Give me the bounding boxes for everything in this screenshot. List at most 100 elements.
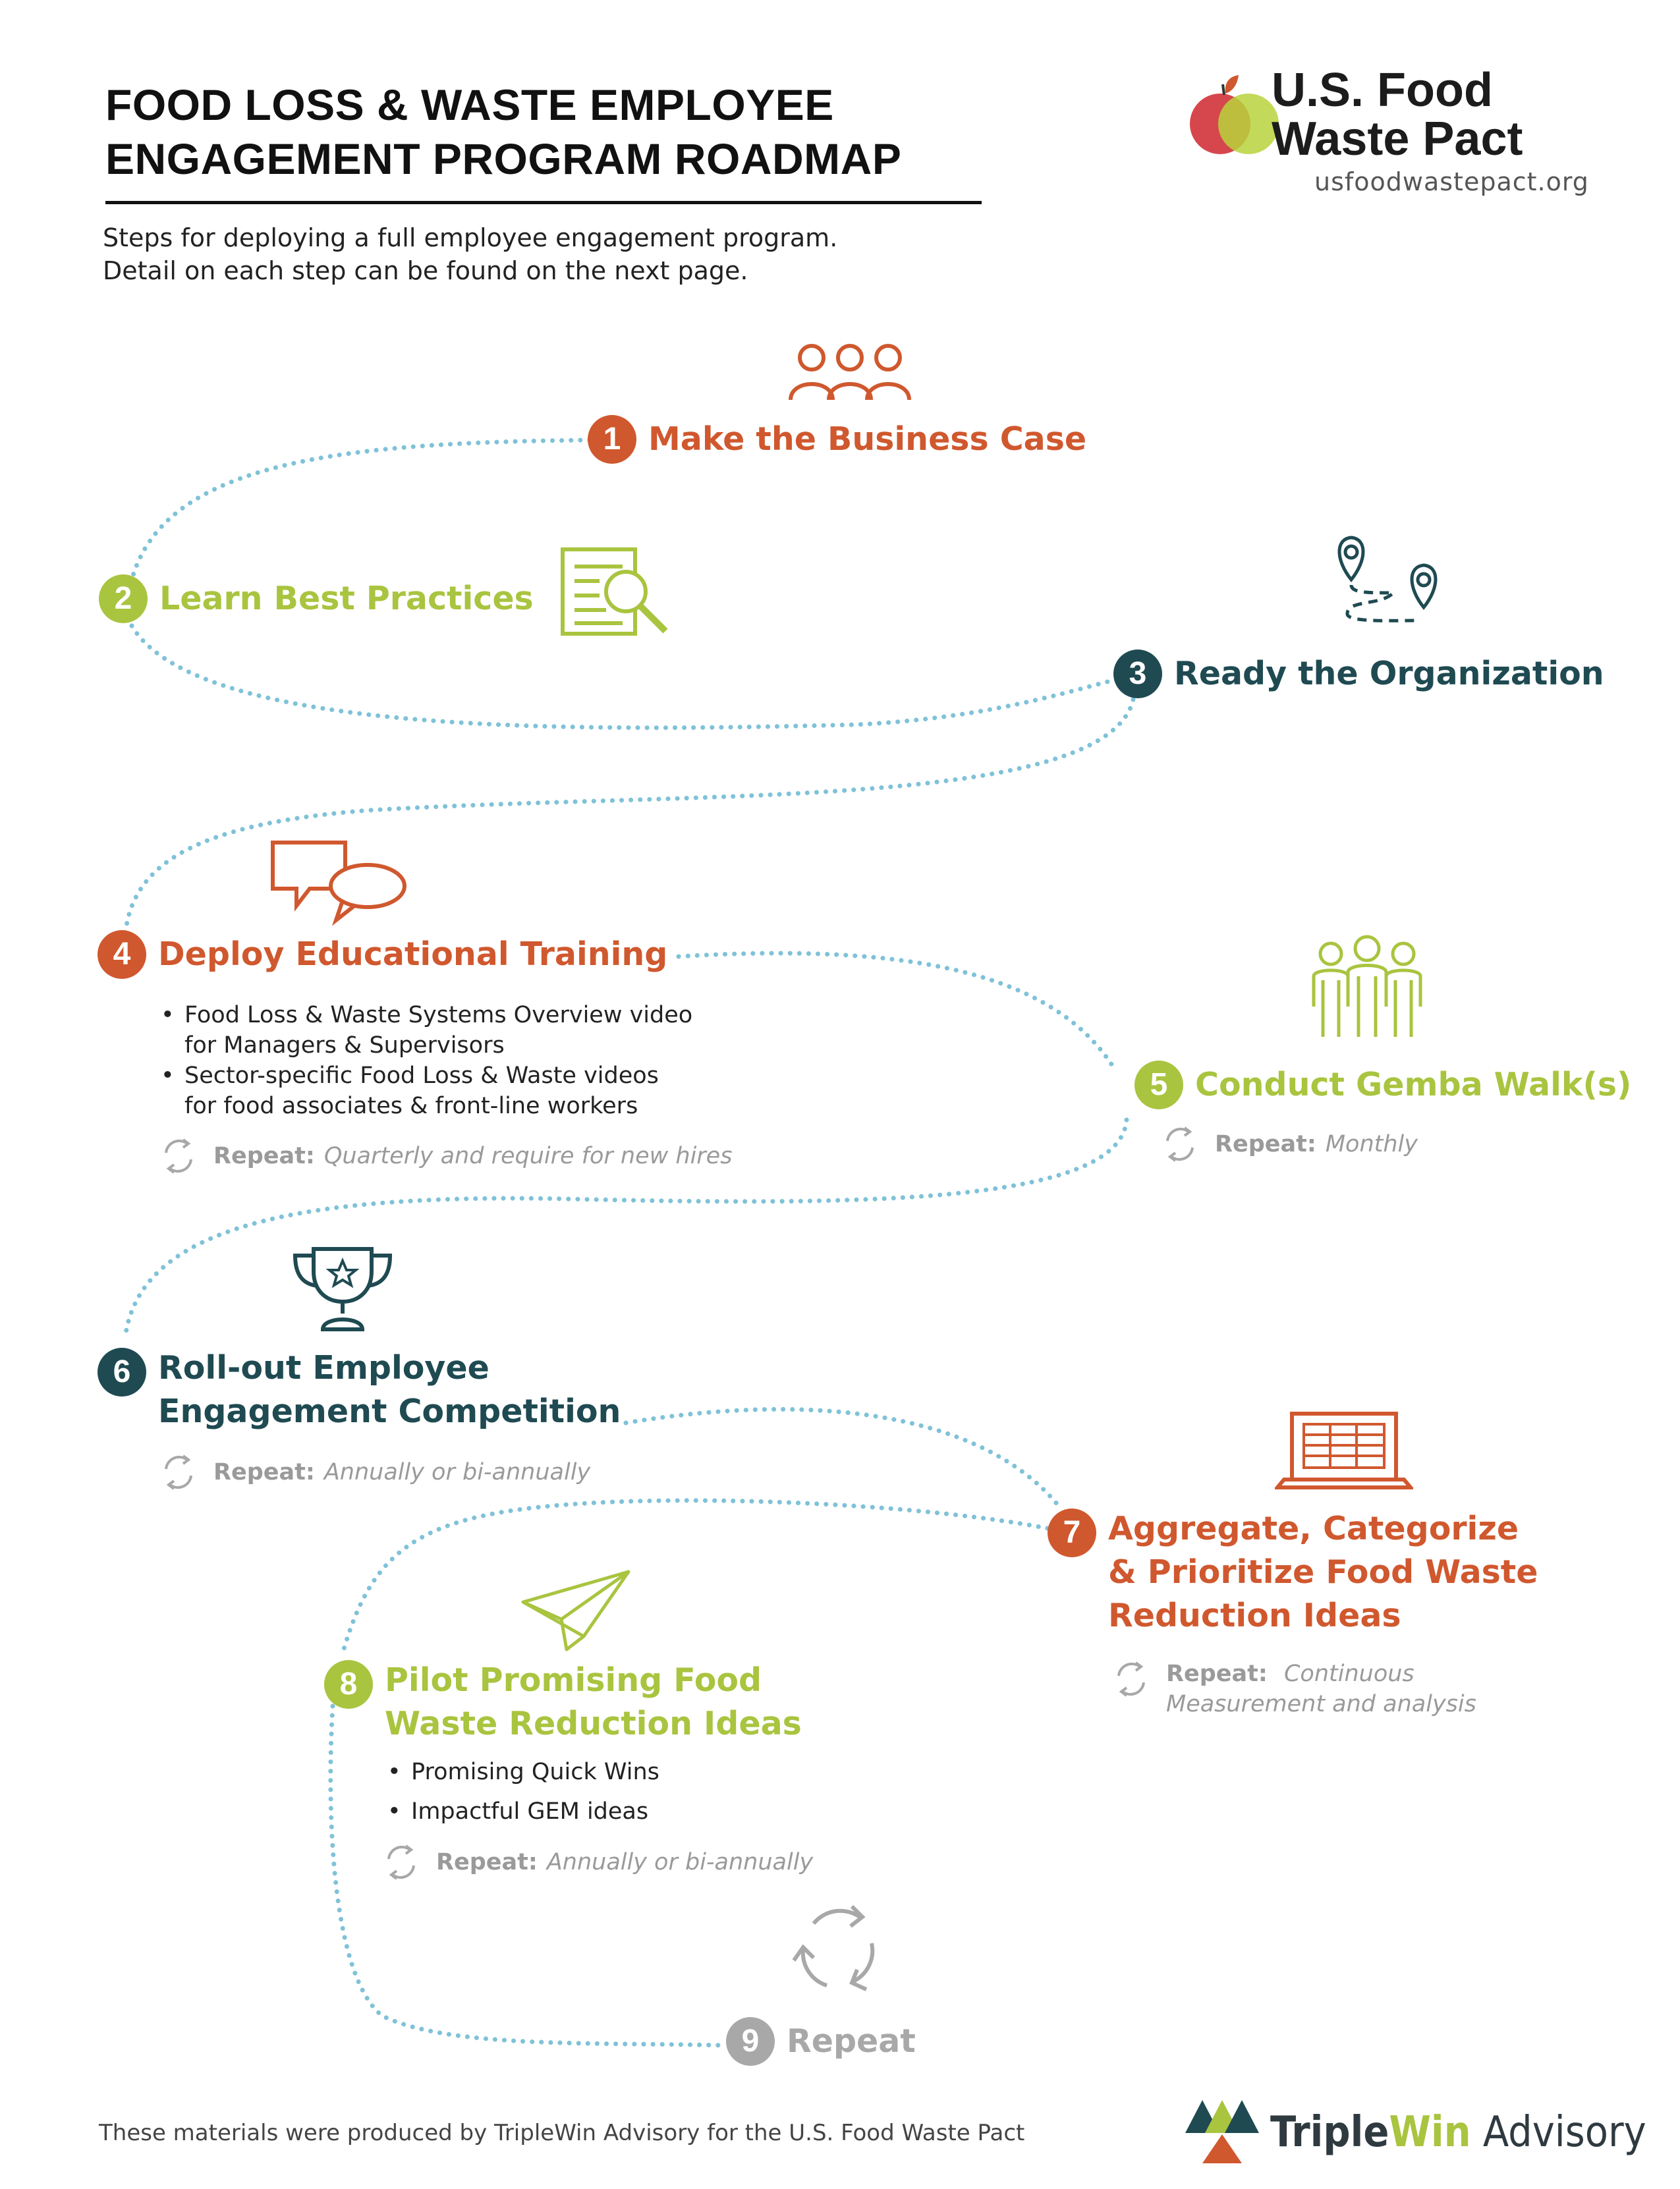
title-line-1: FOOD LOSS & WASTE EMPLOYEE — [105, 80, 834, 129]
apple-icon — [1190, 75, 1279, 154]
step-4-bullet-2: Sector-specific Food Loss & Waste videos… — [161, 1061, 692, 1121]
step-7-title-line-3: Reduction Ideas — [1108, 1597, 1401, 1634]
bullet-text: Food Loss & Waste Systems Overview video — [184, 1002, 693, 1028]
repeat-label: Repeat: — [1166, 1661, 1268, 1687]
paper-plane-icon — [521, 1570, 630, 1651]
path-segment-4-5 — [676, 951, 1116, 1070]
triplewin-wordmark: TripleWin Advisory — [1270, 2108, 1646, 2157]
step-1-number: 1 — [588, 415, 636, 464]
step-9-title: Repeat — [787, 2022, 916, 2060]
step-6-number: 6 — [98, 1348, 146, 1397]
speech-bubbles-icon — [271, 841, 406, 926]
path-segment-1-2 — [129, 437, 592, 582]
repeat-icon — [165, 1138, 192, 1174]
repeat-value-line-2: Measurement and analysis — [1166, 1691, 1476, 1717]
step-2: 2 Learn Best Practices — [99, 574, 534, 623]
bullet-text: Sector-specific Food Loss & Waste videos — [184, 1063, 659, 1089]
step-4: 4 Deploy Educational Training — [98, 930, 667, 979]
logo-line-1: U.S. Food — [1272, 64, 1493, 117]
logo-line-2: Waste Pact — [1272, 113, 1523, 165]
step-8-bullets: Promising Quick Wins Impactful GEM ideas — [387, 1752, 659, 1831]
step-8-number: 8 — [324, 1660, 373, 1709]
step-8-repeat: Repeat: Annually or bi-annually — [381, 1842, 813, 1883]
step-6: 6 Roll-out Employee Engagement Competiti… — [98, 1344, 621, 1433]
step-3: 3 Ready the Organization — [1113, 650, 1604, 698]
step-7-title: Aggregate, Categorize & Prioritize Food … — [1108, 1507, 1538, 1638]
people-group-icon — [789, 344, 911, 401]
repeat-value: Continuous — [1283, 1661, 1414, 1687]
path-segment-8-9 — [328, 1704, 727, 2048]
subtitle-line-2: Detail on each step can be found on the … — [103, 256, 748, 285]
repeat-value: Annually or bi-annually — [323, 1459, 591, 1485]
step-8-title-line-2: Waste Reduction Ideas — [385, 1705, 802, 1742]
step-4-number: 4 — [98, 930, 146, 979]
bullet-text: for Managers & Supervisors — [184, 1032, 505, 1059]
laptop-spreadsheet-icon — [1275, 1412, 1413, 1489]
footer-credit: These materials were produced by TripleW… — [99, 2120, 1025, 2146]
step-7: 7 Aggregate, Categorize & Prioritize Foo… — [1048, 1505, 1538, 1638]
step-4-bullet-1: Food Loss & Waste Systems Overview video… — [161, 1000, 692, 1061]
logo-wordmark: U.S. Food Waste Pact — [1272, 66, 1523, 163]
trophy-icon — [293, 1247, 393, 1331]
step-4-title: Deploy Educational Training — [158, 935, 668, 973]
step-8-title-line-1: Pilot Promising Food — [385, 1661, 762, 1699]
workers-group-icon — [1312, 935, 1422, 1037]
step-7-title-line-1: Aggregate, Categorize — [1108, 1510, 1519, 1547]
step-1: 1 Make the Business Case — [588, 415, 1086, 464]
path-segment-7-8 — [340, 1498, 1050, 1656]
title-line-2: ENGAGEMENT PROGRAM ROADMAP — [105, 134, 902, 183]
step-9-number: 9 — [726, 2017, 775, 2066]
title-divider — [105, 201, 982, 204]
repeat-label: Repeat: — [436, 1849, 538, 1875]
brand-part-3: Advisory — [1470, 2108, 1646, 2157]
repeat-label: Repeat: — [213, 1459, 315, 1485]
step-1-title: Make the Business Case — [648, 420, 1087, 458]
step-7-number: 7 — [1048, 1509, 1096, 1557]
step-8: 8 Pilot Promising Food Waste Reduction I… — [324, 1656, 802, 1746]
repeat-icon — [165, 1455, 192, 1490]
step-8-bullet-2: Impactful GEM ideas — [387, 1792, 659, 1831]
subtitle-line-1: Steps for deploying a full employee enga… — [103, 223, 838, 252]
map-route-icon — [1337, 536, 1438, 623]
repeat-value: Monthly — [1325, 1131, 1418, 1157]
step-2-title: Learn Best Practices — [159, 580, 534, 617]
brand-part-1: Triple — [1270, 2108, 1389, 2157]
step-5-number: 5 — [1134, 1061, 1183, 1109]
repeat-label: Repeat: — [1215, 1131, 1316, 1157]
repeat-icon — [1117, 1661, 1145, 1697]
step-6-title: Roll-out Employee Engagement Competition — [158, 1346, 621, 1433]
repeat-icon — [387, 1844, 415, 1880]
repeat-value: Quarterly and require for new hires — [323, 1143, 733, 1169]
step-2-number: 2 — [99, 574, 148, 623]
path-segment-2-3 — [129, 623, 1123, 731]
logo-url: usfoodwastepact.org — [1314, 167, 1589, 196]
triple-trees-icon — [1185, 2100, 1259, 2163]
step-7-repeat: Repeat: Continuous Measurement and analy… — [1111, 1659, 1476, 1719]
brand-part-2: Win — [1389, 2108, 1471, 2157]
step-6-title-line-2: Engagement Competition — [158, 1393, 621, 1430]
step-4-bullets: Food Loss & Waste Systems Overview video… — [161, 1000, 692, 1121]
path-segment-6-7 — [623, 1406, 1063, 1511]
bullet-text: for food associates & front-line workers — [184, 1093, 638, 1119]
step-8-bullet-1: Promising Quick Wins — [387, 1752, 659, 1792]
step-6-title-line-1: Roll-out Employee — [158, 1349, 490, 1387]
step-3-number: 3 — [1113, 650, 1162, 698]
document-magnifier-icon — [561, 547, 668, 636]
path-segment-3-4 — [123, 697, 1136, 938]
recycle-arrows-icon — [792, 1904, 875, 1991]
step-7-title-line-2: & Prioritize Food Waste — [1108, 1553, 1538, 1591]
step-5-repeat: Repeat: Monthly — [1160, 1124, 1418, 1165]
repeat-icon — [1166, 1126, 1194, 1162]
step-9: 9 Repeat — [726, 2017, 916, 2066]
step-4-repeat: Repeat: Quarterly and require for new hi… — [158, 1136, 732, 1177]
step-3-title: Ready the Organization — [1174, 655, 1604, 692]
step-5-title: Conduct Gemba Walk(s) — [1195, 1066, 1632, 1103]
step-8-title: Pilot Promising Food Waste Reduction Ide… — [385, 1659, 802, 1746]
page-subtitle: Steps for deploying a full employee enga… — [103, 221, 837, 287]
step-5: 5 Conduct Gemba Walk(s) — [1134, 1061, 1631, 1109]
step-6-repeat: Repeat: Annually or bi-annually — [158, 1452, 590, 1493]
page-title: FOOD LOSS & WASTE EMPLOYEE ENGAGEMENT PR… — [105, 78, 901, 186]
repeat-label: Repeat: — [213, 1143, 315, 1169]
repeat-value: Annually or bi-annually — [546, 1849, 814, 1875]
